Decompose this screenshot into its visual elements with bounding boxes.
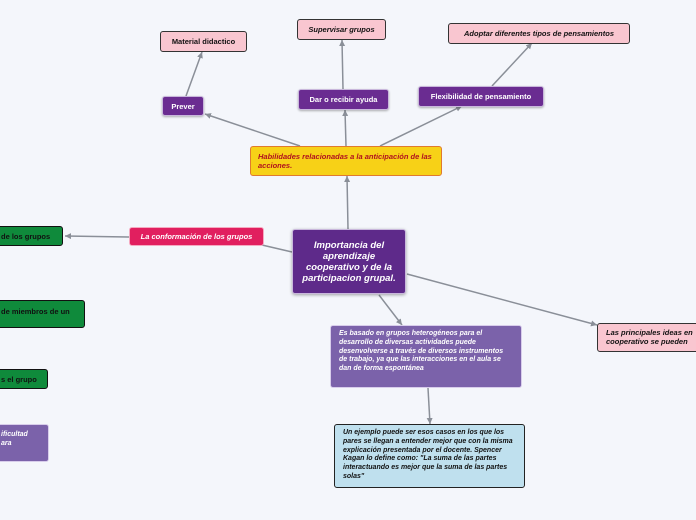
dificultad-text-line-2: ara [1, 440, 12, 447]
principales-ideas-node[interactable]: Las principales ideas en cooperativo se … [597, 323, 696, 352]
connector-center-principales [406, 273, 598, 327]
material-didactico-node[interactable]: Material didactico [160, 31, 247, 52]
material-didactico-text: Material didactico [171, 37, 236, 46]
grupos-node[interactable]: de los grupos [0, 226, 63, 246]
grupos-text: de los grupos [1, 231, 51, 241]
adoptar-pensamientos-text: Adoptar diferentes tipos de pensamientos [463, 29, 615, 38]
dar-recibir-ayuda-node[interactable]: Dar o recibir ayuda [298, 89, 389, 110]
prever-text: Prever [171, 101, 195, 111]
supervisar-grupos-node[interactable]: Supervisar grupos [297, 19, 386, 40]
basado-grupos-text: Es basado en grupos heterogéneos para el… [339, 330, 504, 373]
conformacion-grupos-text: La conformación de los grupos [140, 232, 253, 241]
dar-recibir-ayuda-text: Dar o recibir ayuda [309, 95, 378, 104]
flexibilidad-node[interactable]: Flexibilidad de pensamiento [418, 86, 544, 107]
connector-habilidades-prever [204, 113, 301, 147]
dificultad-node[interactable]: ificultad ara [0, 424, 49, 462]
connector-dar-supervisar [339, 39, 346, 90]
connector-basado-ejemplo [426, 387, 433, 425]
connector-flex-adoptar [491, 42, 533, 87]
prever-node[interactable]: Prever [162, 96, 204, 116]
basado-grupos-node[interactable]: Es basado en grupos heterogéneos para el… [330, 325, 522, 388]
miembros-text: de miembros de un [1, 307, 70, 316]
connector-prever-material [185, 51, 203, 97]
connector-center-basado [378, 294, 403, 326]
el-grupo-node[interactable]: s el grupo [0, 369, 48, 389]
dificultad-text-line-1: ificultad [1, 431, 28, 438]
connector-habilidades-dar [342, 109, 349, 147]
central-topic-node[interactable]: Importancia del aprendizaje cooperativo … [292, 229, 406, 294]
habilidades-text: Habilidades relacionadas a la anticipaci… [258, 152, 432, 170]
connector-conformacion-grupos [64, 233, 130, 240]
adoptar-pensamientos-node[interactable]: Adoptar diferentes tipos de pensamientos [448, 23, 630, 44]
connector-center-conformacion [261, 244, 293, 253]
ejemplo-text: Un ejemplo puede ser esos casos en los q… [343, 429, 513, 480]
habilidades-node[interactable]: Habilidades relacionadas a la anticipaci… [250, 146, 442, 176]
flexibilidad-text: Flexibilidad de pensamiento [430, 92, 532, 101]
ejemplo-node[interactable]: Un ejemplo puede ser esos casos en los q… [334, 424, 525, 488]
connector-center-habilidades [344, 175, 351, 230]
principales-ideas-text: Las principales ideas en cooperativo se … [606, 328, 693, 346]
conformacion-grupos-node[interactable]: La conformación de los grupos [129, 227, 264, 246]
miembros-node[interactable]: de miembros de un [0, 300, 85, 328]
el-grupo-text: s el grupo [1, 374, 37, 384]
connector-habilidades-flex [379, 105, 463, 147]
central-topic-text: Importancia del aprendizaje cooperativo … [302, 239, 396, 284]
supervisar-grupos-text: Supervisar grupos [308, 25, 375, 34]
